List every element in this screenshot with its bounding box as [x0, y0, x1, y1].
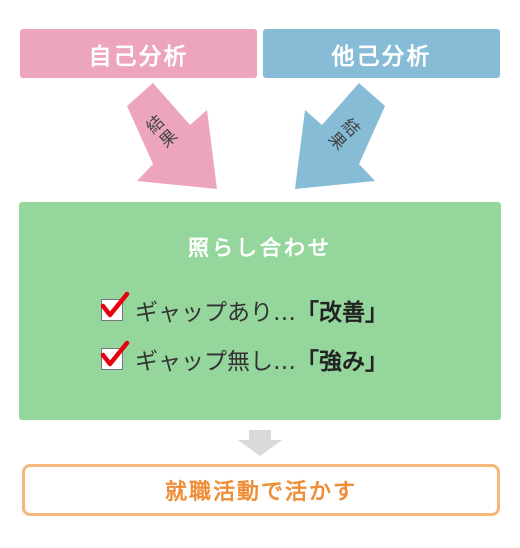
other-analysis-box: 他己分析 [263, 29, 500, 78]
compare-title: 照らし合わせ [188, 236, 332, 260]
self-analysis-box: 自己分析 [20, 29, 257, 78]
check-item-text: ギャップ無し… [135, 349, 296, 375]
check-item-text: ギャップあり… [135, 300, 296, 326]
left-result-arrow [127, 83, 217, 189]
check-item-emphasis: 「改善」 [296, 300, 388, 326]
check-item-emphasis: 「強み」 [296, 349, 388, 375]
compare-box: 照らし合わせ ギャップあり… 「改善」 ギャップ無し… 「強み」 [19, 202, 501, 420]
check-item-gap: ギャップあり… 「改善」 [100, 291, 388, 327]
right-result-arrow [295, 83, 385, 189]
checkbox-checked-icon [100, 291, 130, 321]
check-item-no-gap: ギャップ無し… 「強み」 [100, 340, 388, 376]
checkbox-checked-icon [100, 340, 130, 370]
down-arrow-icon [238, 430, 282, 456]
goal-box: 就職活動で活かす [22, 464, 500, 516]
